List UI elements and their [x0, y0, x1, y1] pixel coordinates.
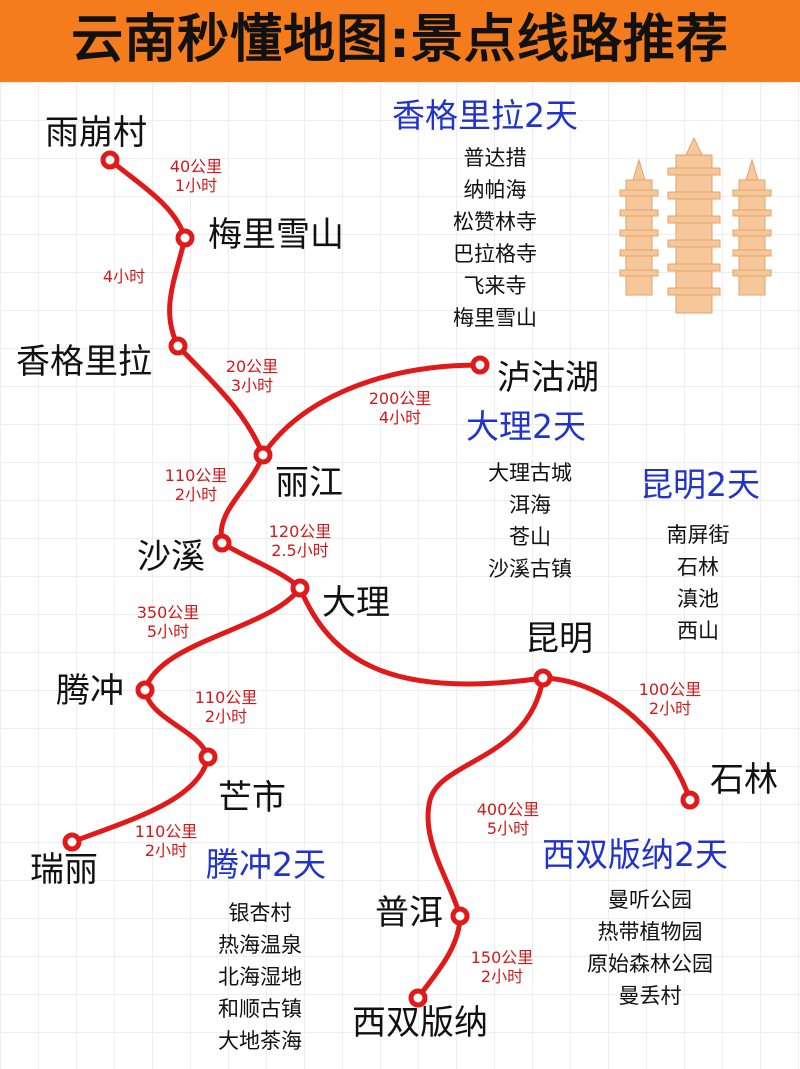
page-title: 云南秒懂地图:景点线路推荐 [71, 10, 729, 70]
route-kunming-puer [425, 675, 546, 919]
node-tengchong [135, 680, 155, 700]
three-pagodas-icon [619, 136, 772, 314]
list-item: 曼丢村 [618, 984, 682, 1008]
place-label-kunming: 昆明 [525, 619, 593, 659]
route-lijiang-shaxi [218, 452, 266, 546]
route-yubeng-meili [107, 157, 188, 241]
itinerary-title-kunming: 昆明2天 [640, 465, 760, 504]
itinerary-list-shangrila: 普达措 纳帕海 松赞林寺 巴拉格寺 飞来寺 梅里雪山 [420, 142, 570, 334]
list-item: 南屏街 [666, 523, 730, 547]
node-lugu [470, 355, 490, 375]
route-kunming-shilin [540, 675, 693, 803]
route-meili-shangrila [167, 235, 188, 349]
list-item: 松赞林寺 [453, 210, 537, 234]
route-mangshi-ruili [69, 754, 211, 845]
title-banner: 云南秒懂地图:景点线路推荐 [0, 0, 800, 82]
node-shilin [680, 790, 700, 810]
list-item: 沙溪古镇 [488, 557, 572, 581]
place-label-tengchong: 腾冲 [56, 671, 124, 711]
list-item: 巴拉格寺 [453, 242, 537, 266]
place-label-meili: 梅里雪山 [208, 215, 344, 255]
place-label-yubeng: 雨崩村 [45, 113, 147, 153]
list-item: 热带植物园 [597, 920, 703, 944]
node-dali [290, 578, 310, 598]
grid-background [0, 82, 800, 1069]
node-meili [175, 228, 195, 248]
list-item: 普达措 [463, 146, 527, 170]
place-label-lugu: 泸沽湖 [497, 358, 599, 398]
itinerary-title-dali: 大理2天 [466, 407, 586, 446]
list-item: 飞来寺 [463, 274, 527, 298]
list-item: 原始森林公园 [587, 952, 713, 976]
list-item: 梅里雪山 [453, 306, 537, 330]
place-label-mangshi: 芒市 [218, 778, 286, 818]
place-label-shaxi: 沙溪 [137, 537, 205, 577]
place-label-shilin: 石林 [710, 760, 778, 800]
distance-label-meili-shangrila: 4小时 [102, 267, 146, 286]
itinerary-title-shangrila: 香格里拉2天 [392, 96, 578, 135]
list-item: 西山 [677, 619, 719, 643]
node-puer [450, 906, 470, 926]
place-label-shangrila: 香格里拉 [16, 342, 152, 382]
list-item: 石林 [677, 555, 719, 579]
node-yubeng [100, 150, 120, 170]
route-dali-kunming [297, 585, 546, 687]
list-item: 苍山 [509, 525, 551, 549]
itinerary-list-tengchong: 银杏村 热海温泉 北海湿地 和顺古镇 大地茶海 [195, 897, 325, 1057]
node-ruili [62, 832, 82, 852]
list-item: 纳帕海 [463, 178, 527, 202]
itinerary-title-xsbn: 西双版纳2天 [542, 835, 728, 874]
itinerary-list-dali: 大理古城 洱海 苍山 沙溪古镇 [455, 457, 605, 585]
node-shaxi [212, 533, 232, 553]
list-item: 北海湿地 [218, 965, 302, 989]
node-lijiang [253, 445, 273, 465]
itinerary-list-kunming: 南屏街 石林 滇池 西山 [638, 519, 758, 647]
itinerary-title-tengchong: 腾冲2天 [206, 845, 326, 884]
route-dali-tengchong [142, 585, 303, 693]
list-item: 曼听公园 [608, 888, 692, 912]
itinerary-list-xsbn: 曼听公园 热带植物园 原始森林公园 曼丢村 [555, 884, 745, 1012]
list-item: 热海温泉 [218, 933, 302, 957]
list-item: 大理古城 [488, 461, 572, 485]
node-xsbn [408, 988, 428, 1008]
node-kunming [533, 668, 553, 688]
place-label-lijiang: 丽江 [275, 463, 343, 503]
place-label-xsbn: 西双版纳 [352, 1003, 488, 1043]
list-item: 和顺古镇 [218, 997, 302, 1021]
node-mangshi [198, 747, 218, 767]
list-item: 银杏村 [228, 901, 292, 925]
list-item: 大地茶海 [218, 1029, 302, 1053]
list-item: 滇池 [677, 587, 719, 611]
place-label-dali: 大理 [322, 583, 390, 623]
route-lijiang-lugu [260, 362, 483, 458]
place-label-ruili: 瑞丽 [30, 850, 98, 890]
list-item: 洱海 [509, 493, 551, 517]
node-shangrila [168, 336, 188, 356]
route-shangrila-lijiang [175, 343, 266, 458]
place-label-puer: 普洱 [375, 893, 443, 933]
